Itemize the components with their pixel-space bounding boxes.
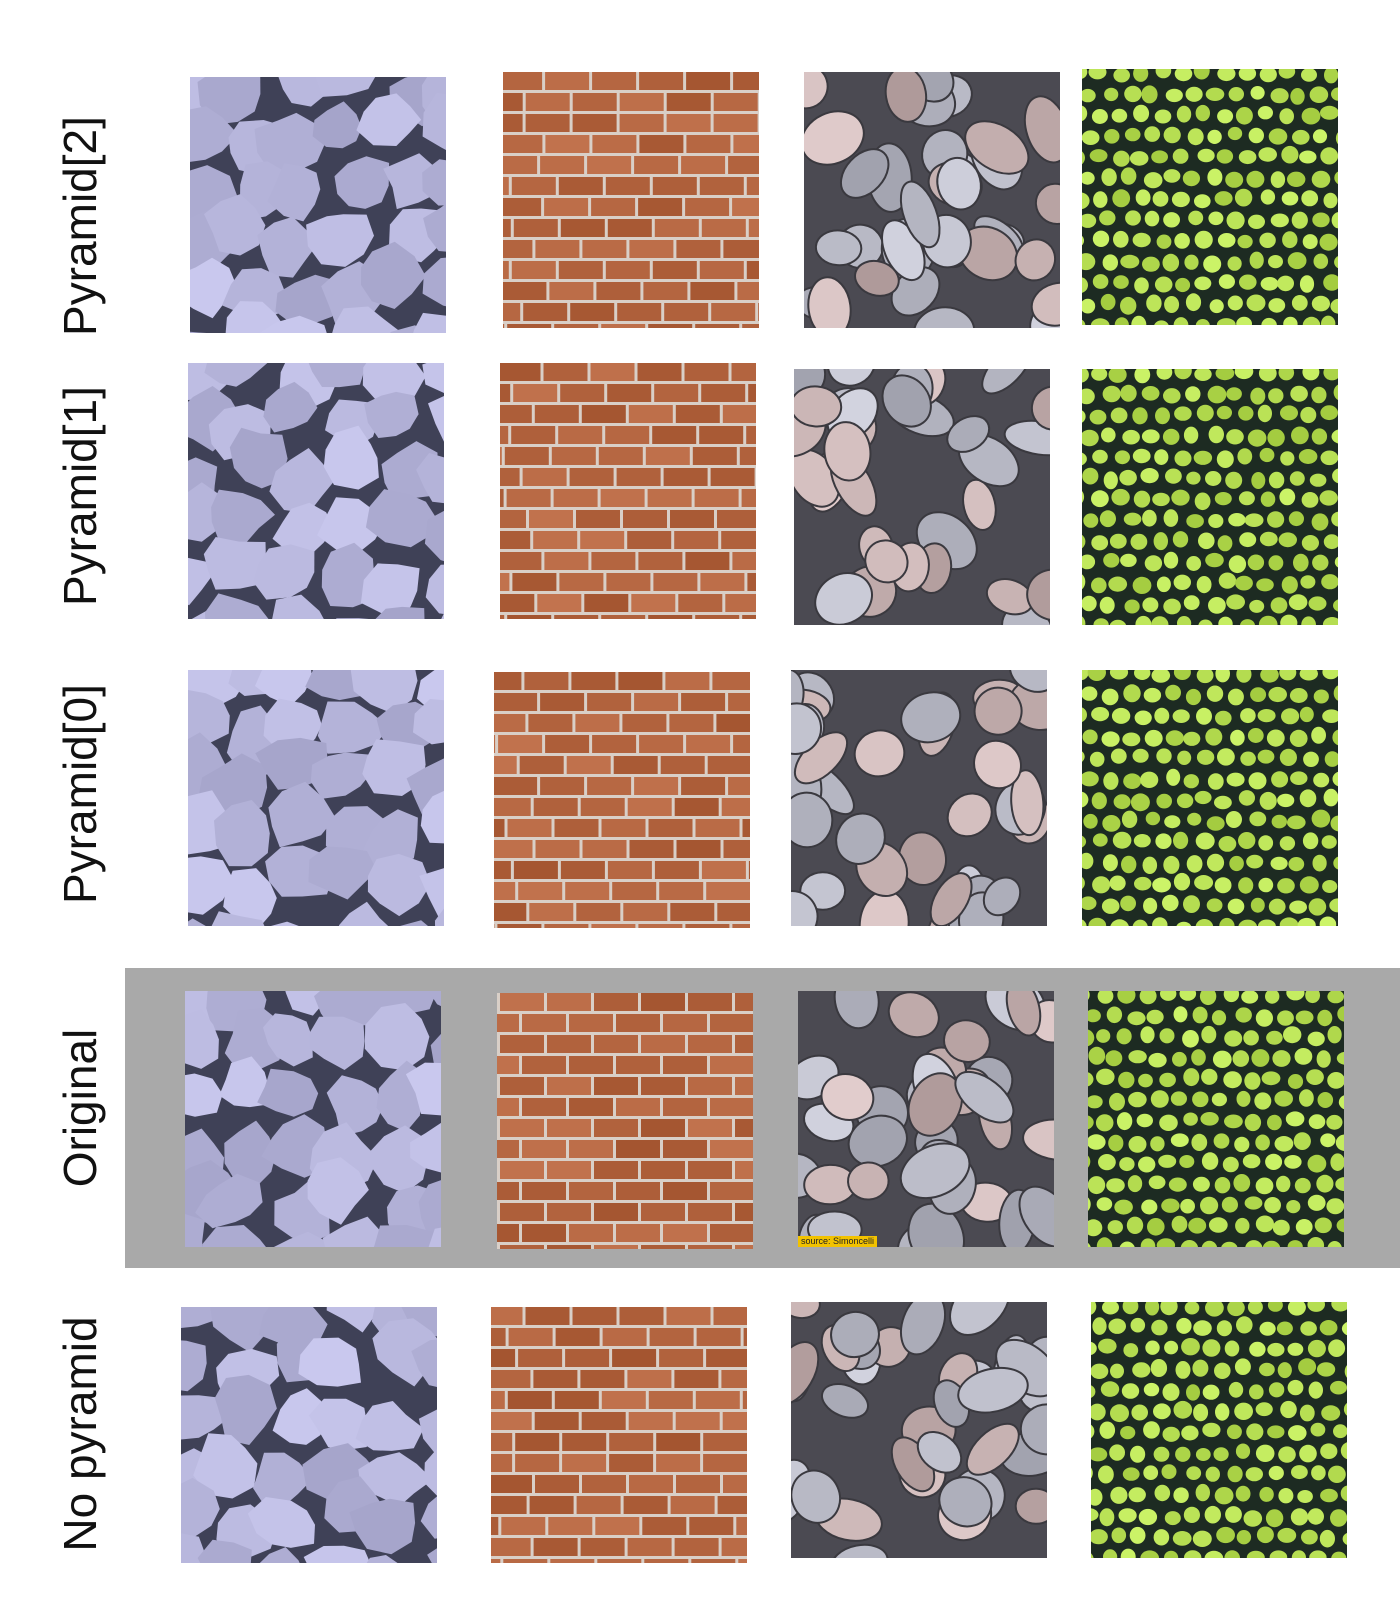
brick-image xyxy=(491,1307,747,1563)
brick-image xyxy=(503,72,759,328)
pebbles-image xyxy=(791,1302,1047,1558)
texture-tile-brick-original xyxy=(497,993,753,1249)
row-label-no-pyramid: No pyramid xyxy=(54,1316,106,1552)
brick-image xyxy=(494,672,750,928)
texture-tile-flagstone-pyramid2 xyxy=(190,77,446,333)
flagstone-image xyxy=(190,77,446,333)
source-credit: source: Simoncelli xyxy=(798,1236,878,1247)
row-label-pyramid0: Pyramid[0] xyxy=(54,684,106,904)
texture-tile-scales-pyramid2 xyxy=(1082,69,1338,325)
flagstone-image xyxy=(188,670,444,926)
scales-image xyxy=(1088,991,1344,1247)
texture-tile-pebbles-pyramid1 xyxy=(794,369,1050,625)
texture-tile-scales-original xyxy=(1088,991,1344,1247)
scales-image xyxy=(1082,69,1338,325)
scales-image xyxy=(1082,670,1338,926)
texture-tile-pebbles-original: source: Simoncelli xyxy=(798,991,1054,1247)
row-label-original: Original xyxy=(54,1028,106,1188)
texture-tile-flagstone-pyramid0 xyxy=(188,670,444,926)
texture-tile-pebbles-pyramid0 xyxy=(791,670,1047,926)
texture-tile-flagstone-original xyxy=(185,991,441,1247)
texture-tile-scales-nopyramid xyxy=(1091,1302,1347,1558)
texture-tile-brick-nopyramid xyxy=(491,1307,747,1563)
texture-tile-flagstone-pyramid1 xyxy=(188,363,444,619)
pebbles-image xyxy=(804,72,1060,328)
texture-tile-brick-pyramid0 xyxy=(494,672,750,928)
brick-image xyxy=(500,363,756,619)
texture-tile-scales-pyramid1 xyxy=(1082,369,1338,625)
texture-tile-pebbles-pyramid2 xyxy=(804,72,1060,328)
scales-image xyxy=(1091,1302,1347,1558)
texture-tile-scales-pyramid0 xyxy=(1082,670,1338,926)
scales-image xyxy=(1082,369,1338,625)
flagstone-image xyxy=(181,1307,437,1563)
pebbles-image xyxy=(791,670,1047,926)
brick-image xyxy=(497,993,753,1249)
flagstone-image xyxy=(185,991,441,1247)
row-label-pyramid1: Pyramid[1] xyxy=(54,386,106,606)
texture-tile-pebbles-nopyramid xyxy=(791,1302,1047,1558)
pebbles-image xyxy=(794,369,1050,625)
row-label-pyramid2: Pyramid[2] xyxy=(54,116,106,336)
texture-tile-brick-pyramid1 xyxy=(500,363,756,619)
pebbles-image xyxy=(798,991,1054,1247)
flagstone-image xyxy=(188,363,444,619)
texture-tile-brick-pyramid2 xyxy=(503,72,759,328)
texture-tile-flagstone-nopyramid xyxy=(181,1307,437,1563)
